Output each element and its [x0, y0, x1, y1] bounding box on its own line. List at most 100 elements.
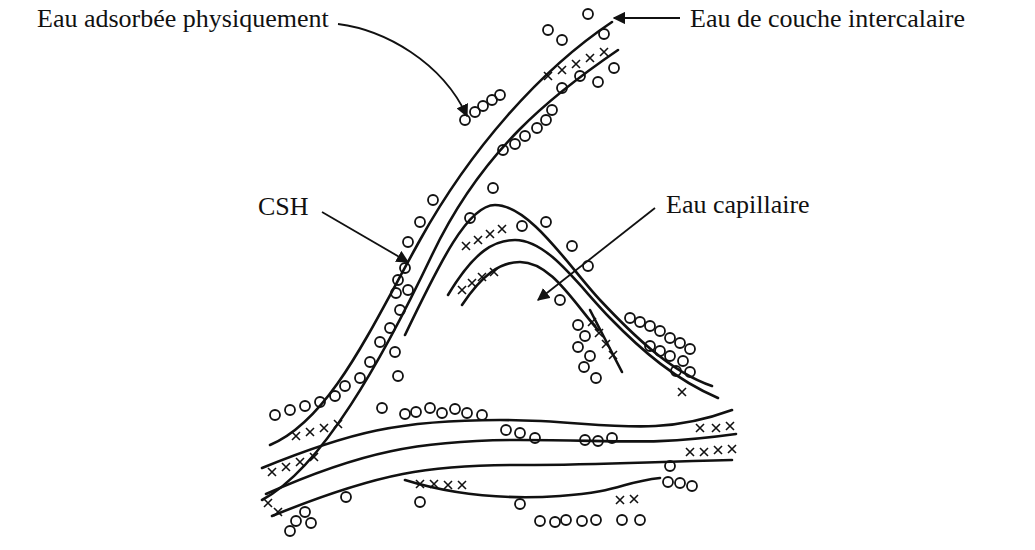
water-molecule — [520, 131, 530, 141]
water-molecule — [567, 241, 577, 251]
interlayer-water-mark — [595, 329, 603, 337]
water-molecule — [391, 288, 401, 298]
leader-line — [538, 208, 655, 300]
interlayer-water-mark — [498, 225, 506, 233]
water-molecule — [665, 351, 675, 361]
interlayer-water-mark — [468, 279, 476, 287]
water-molecule — [675, 478, 685, 488]
water-molecules — [270, 9, 697, 536]
water-molecule — [450, 404, 460, 414]
water-molecule — [306, 518, 316, 528]
interlayer-water-mark — [292, 432, 300, 440]
water-molecule — [591, 515, 601, 525]
water-molecule — [635, 317, 645, 327]
csh-layers — [262, 22, 736, 516]
water-molecule — [609, 63, 619, 73]
water-molecule — [543, 25, 553, 35]
interlayer-water-mark — [600, 48, 608, 56]
interlayer-water-mark — [474, 236, 482, 244]
water-molecule — [580, 435, 590, 445]
interlayer-water-mark — [274, 508, 282, 516]
water-molecule — [465, 213, 475, 223]
interlayer-water-mark — [558, 66, 566, 74]
water-molecule — [462, 408, 472, 418]
csh-sheet — [448, 240, 718, 398]
water-molecule — [478, 101, 488, 111]
water-molecule — [395, 305, 405, 315]
water-molecule — [365, 357, 375, 367]
water-molecule — [393, 275, 403, 285]
water-molecule — [541, 115, 551, 125]
interlayer-water-mark — [310, 453, 318, 461]
interlayer-water-mark — [678, 388, 686, 396]
water-molecule — [593, 77, 603, 87]
water-molecule — [535, 516, 545, 526]
interlayer-water-mark — [264, 499, 272, 507]
water-molecule — [655, 326, 665, 336]
water-molecule — [557, 83, 567, 93]
water-molecule — [593, 436, 603, 446]
water-molecule — [377, 403, 387, 413]
water-molecule — [599, 29, 609, 39]
interlayer-water-mark — [712, 424, 720, 432]
water-molecule — [561, 515, 571, 525]
water-molecule — [573, 320, 583, 330]
water-molecule — [385, 323, 395, 333]
water-molecule — [411, 407, 421, 417]
water-molecule — [315, 397, 325, 407]
callout-label: Eau de couche intercalaire — [688, 4, 967, 34]
interlayer-water-mark — [478, 273, 486, 281]
interlayer-water-mark — [462, 242, 470, 250]
water-molecule — [665, 461, 675, 471]
interlayer-water-mark — [486, 230, 494, 238]
csh-sheet — [462, 262, 598, 330]
water-molecule — [583, 9, 593, 19]
water-molecule — [437, 408, 447, 418]
water-molecule — [510, 139, 520, 149]
water-molecule — [591, 373, 601, 383]
water-molecule — [390, 347, 400, 357]
interlayer-water-mark — [296, 458, 304, 466]
interlayer-water-mark — [334, 420, 342, 428]
water-molecule — [617, 515, 627, 525]
water-molecule — [428, 195, 438, 205]
water-molecule — [498, 145, 508, 155]
interlayer-water-mark — [588, 318, 596, 326]
water-molecule — [415, 497, 425, 507]
water-molecule — [300, 401, 310, 411]
water-molecule — [577, 516, 587, 526]
water-molecule — [403, 285, 413, 295]
water-molecule — [625, 313, 635, 323]
water-molecule — [515, 428, 525, 438]
water-molecule — [675, 338, 685, 348]
leader-line — [322, 212, 408, 262]
water-molecule — [575, 71, 585, 81]
water-molecule — [375, 337, 385, 347]
water-molecule — [355, 373, 365, 383]
water-molecule — [270, 410, 280, 420]
water-molecule — [635, 515, 645, 525]
water-molecule — [645, 321, 655, 331]
interlayer-water-mark — [444, 481, 452, 489]
leader-lines — [322, 18, 680, 300]
water-molecule — [517, 221, 527, 231]
water-molecule — [425, 403, 435, 413]
water-molecule — [583, 261, 593, 271]
callout-label: Eau adsorbée physiquement — [35, 4, 331, 34]
interlayer-water-mark — [306, 428, 314, 436]
interlayer-water-mark — [572, 60, 580, 68]
water-molecule — [532, 123, 542, 133]
water-molecule — [495, 90, 505, 100]
water-molecule — [655, 346, 665, 356]
water-molecule — [501, 425, 511, 435]
interlayer-water-mark — [686, 448, 694, 456]
water-molecule — [585, 351, 595, 361]
interlayer-water-mark — [696, 424, 704, 432]
water-molecule — [685, 344, 695, 354]
csh-sheet — [272, 460, 732, 516]
interlayer-water-mark — [714, 446, 722, 454]
water-molecule — [530, 433, 540, 443]
interlayer-water-mark — [726, 422, 734, 430]
interlayer-water-marks — [264, 48, 736, 516]
interlayer-water-mark — [430, 480, 438, 488]
